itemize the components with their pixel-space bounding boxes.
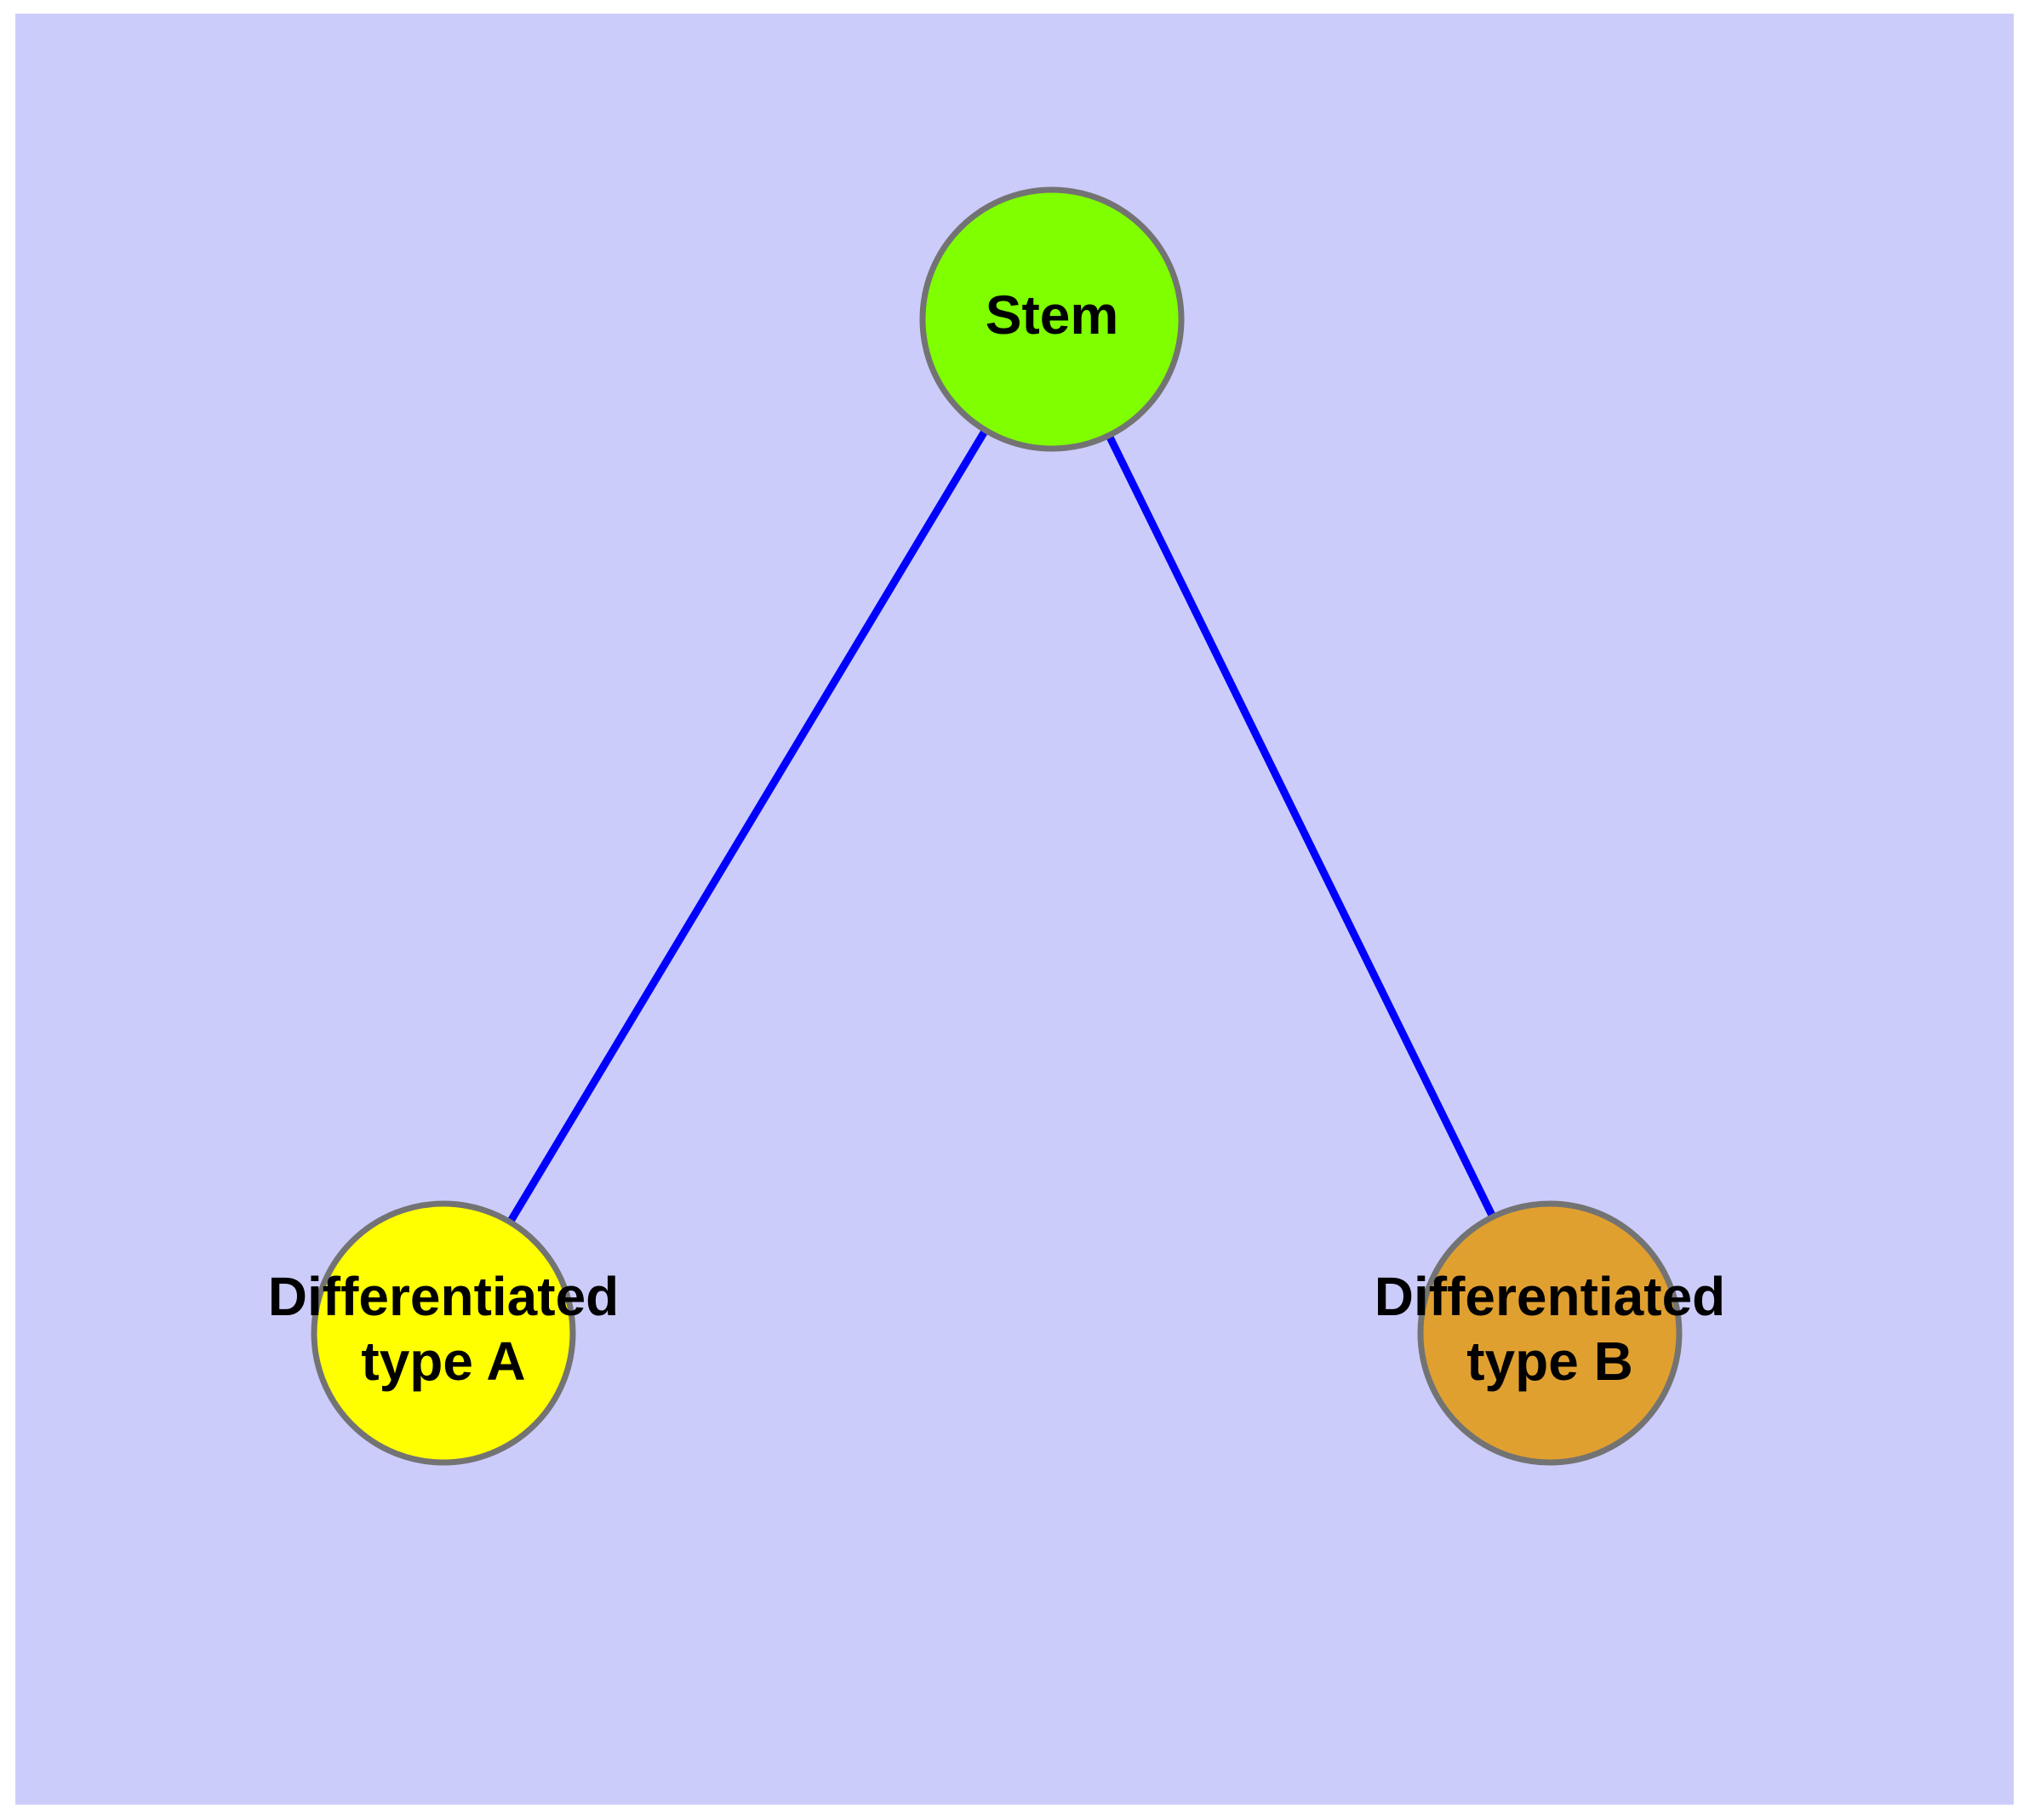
- graph-node-diff_a[interactable]: [311, 1200, 576, 1466]
- graph-node-diff_b[interactable]: [1417, 1200, 1683, 1466]
- edge-layer: [440, 317, 1554, 1336]
- node-layer: [311, 186, 1683, 1466]
- graph-node-label-stem: Stem: [986, 284, 1119, 346]
- graph-node-stem[interactable]: [919, 186, 1185, 452]
- graph-edge[interactable]: [1048, 318, 1554, 1335]
- graph-edge[interactable]: [440, 317, 1055, 1336]
